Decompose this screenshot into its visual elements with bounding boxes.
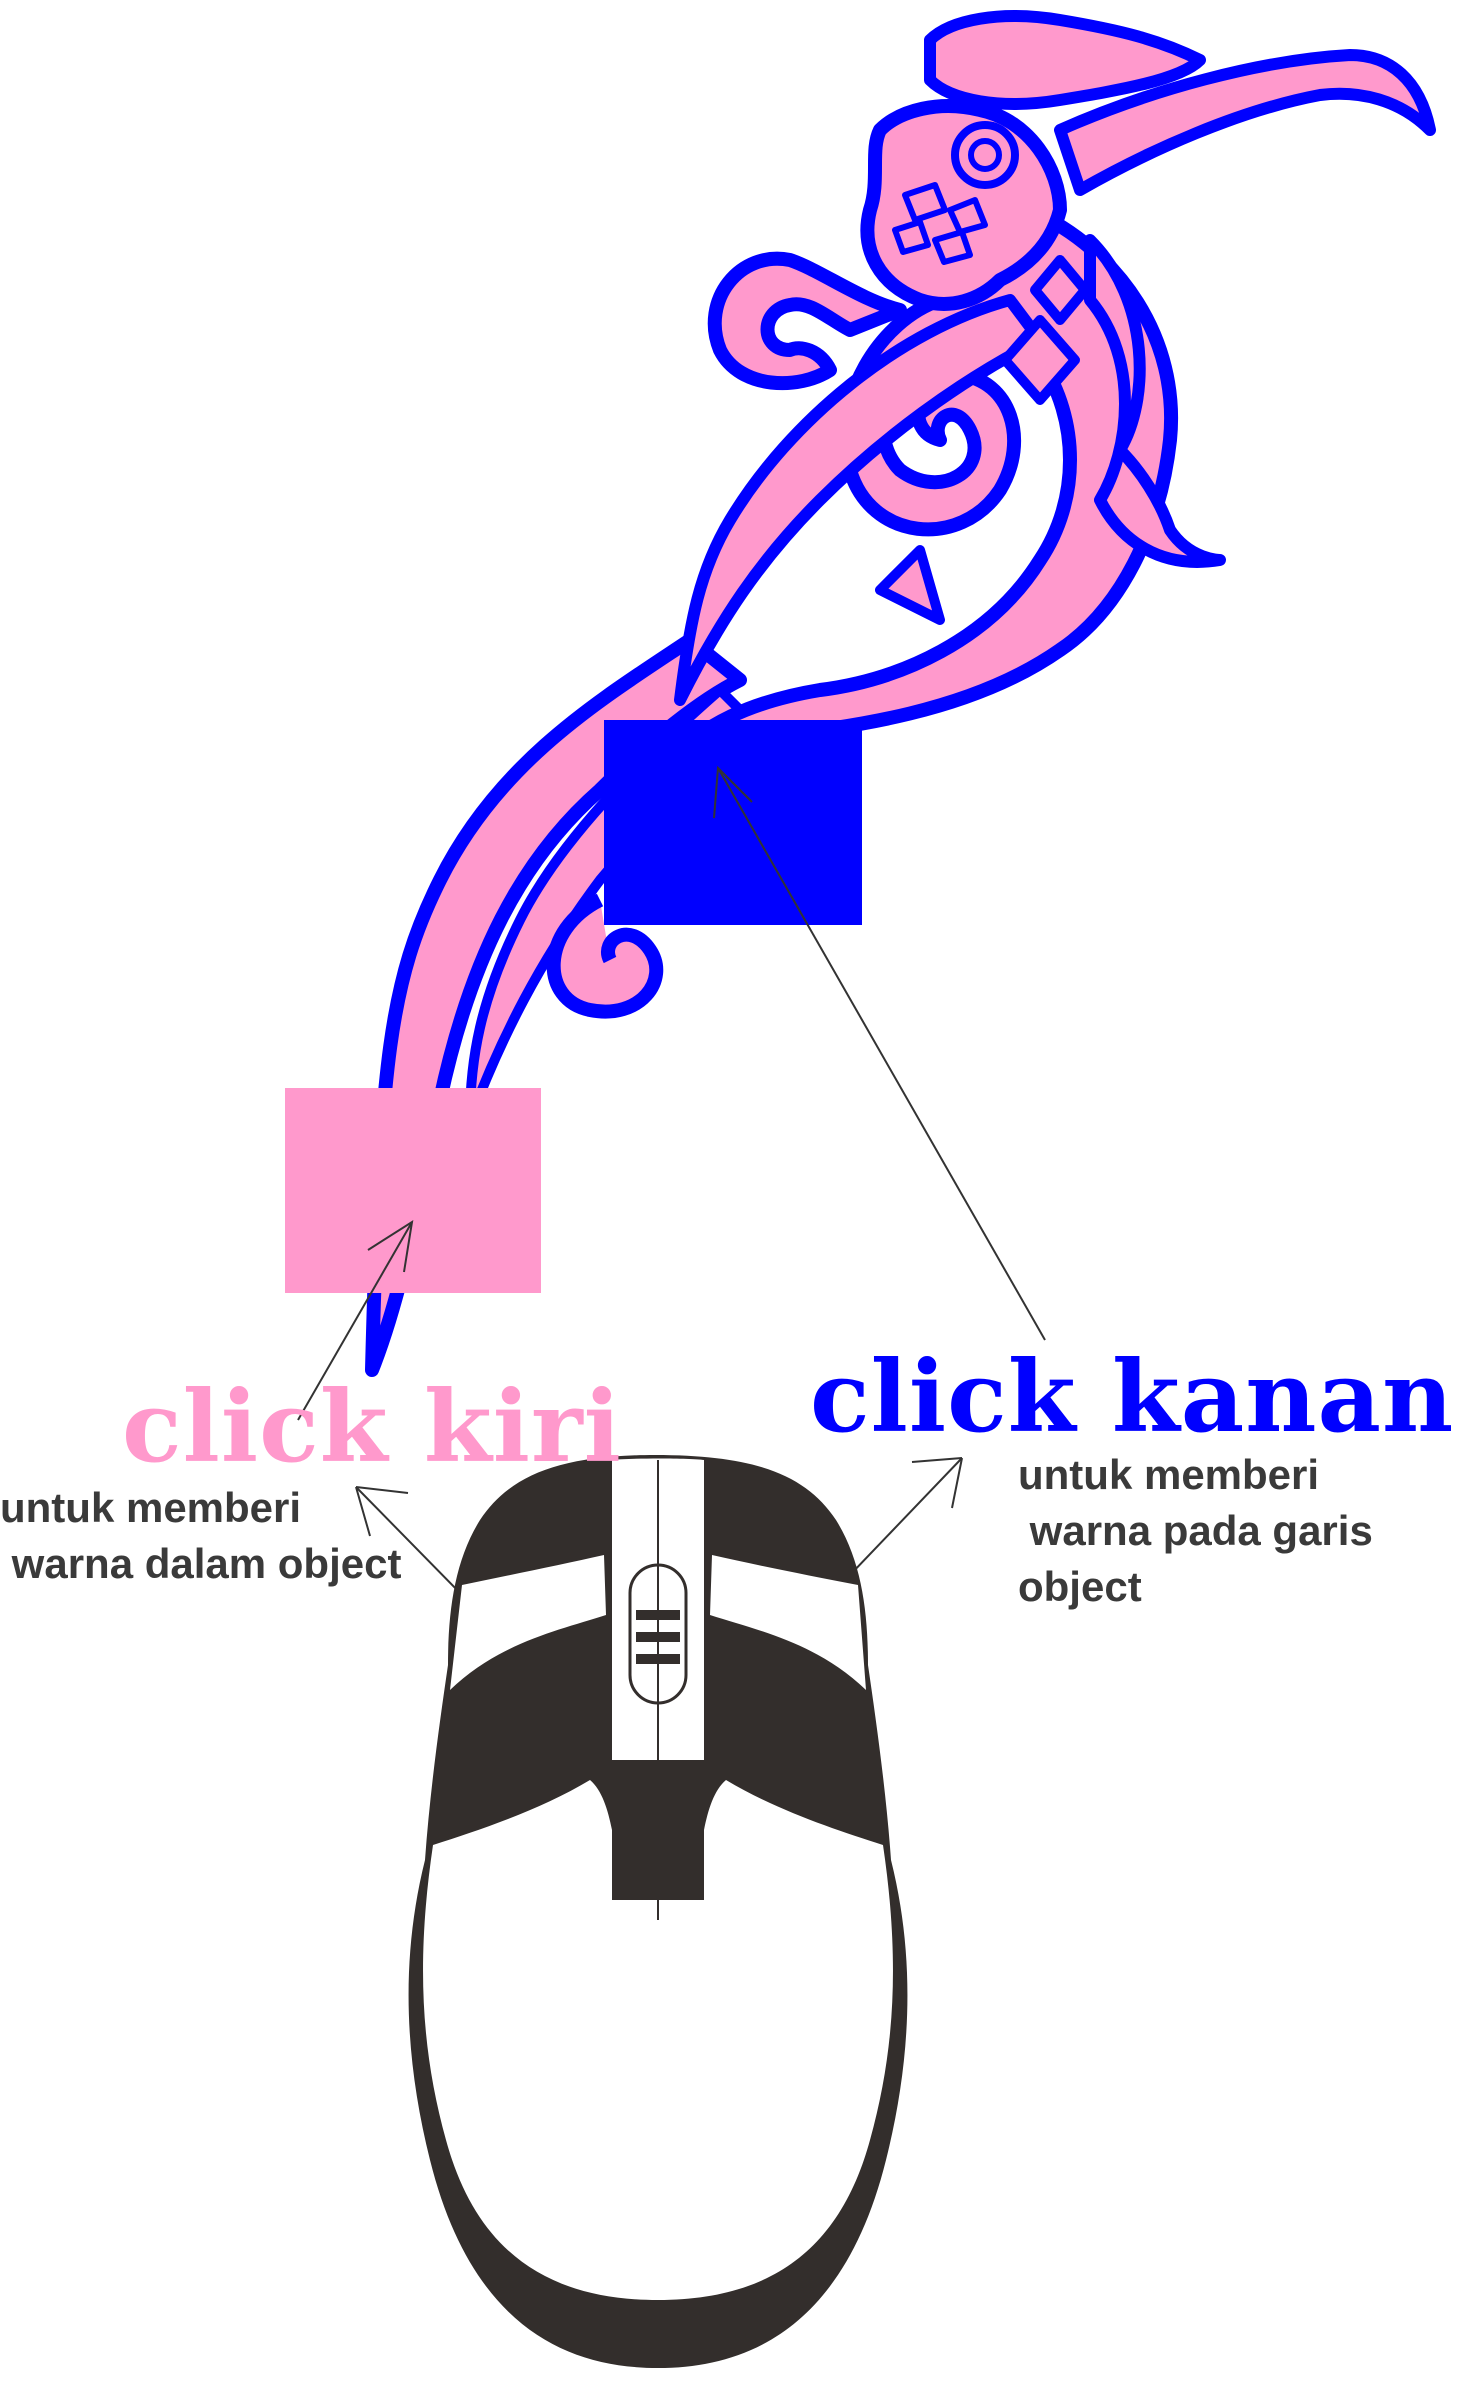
wing-curl [707,251,907,391]
belly-wedge [875,545,945,625]
lower-curl [546,893,664,1019]
mouse-right-button-highlight[interactable] [710,1555,866,1690]
beak [1054,49,1436,196]
right-heading-arrow [717,767,1046,1341]
fill-color-swatch[interactable] [285,1088,541,1293]
right-button-arrowhead [911,1457,963,1509]
mouse-left-button-highlight[interactable] [450,1555,606,1690]
right-click-description: untuk memberi warna pada garis object [1018,1451,1373,1610]
right-click-heading: click kanan [810,1340,1455,1455]
outline-color-swatch[interactable] [604,720,862,925]
left-heading-arrow [297,1221,413,1421]
chest-diamond-1 [1000,315,1080,405]
mouse-palm-area [423,1780,893,2300]
right-heading-arrowhead [713,765,753,819]
mouse-icon [408,1455,908,2368]
left-click-description: untuk memberi warna dalam object [0,1484,402,1587]
chest-diamond-2 [1030,255,1090,325]
eye-inner [968,138,1002,172]
back-plume [1084,234,1226,568]
cheek-scales [892,182,988,265]
wing-sweep [674,294,1046,706]
tail-feather-outer [365,633,747,1377]
casque [924,10,1206,110]
hornbill-ornament-icon [365,10,1436,1377]
left-click-heading: click kiri [122,1370,622,1485]
left-heading-arrowhead [367,1219,414,1273]
left-button-arrowhead [355,1486,409,1537]
